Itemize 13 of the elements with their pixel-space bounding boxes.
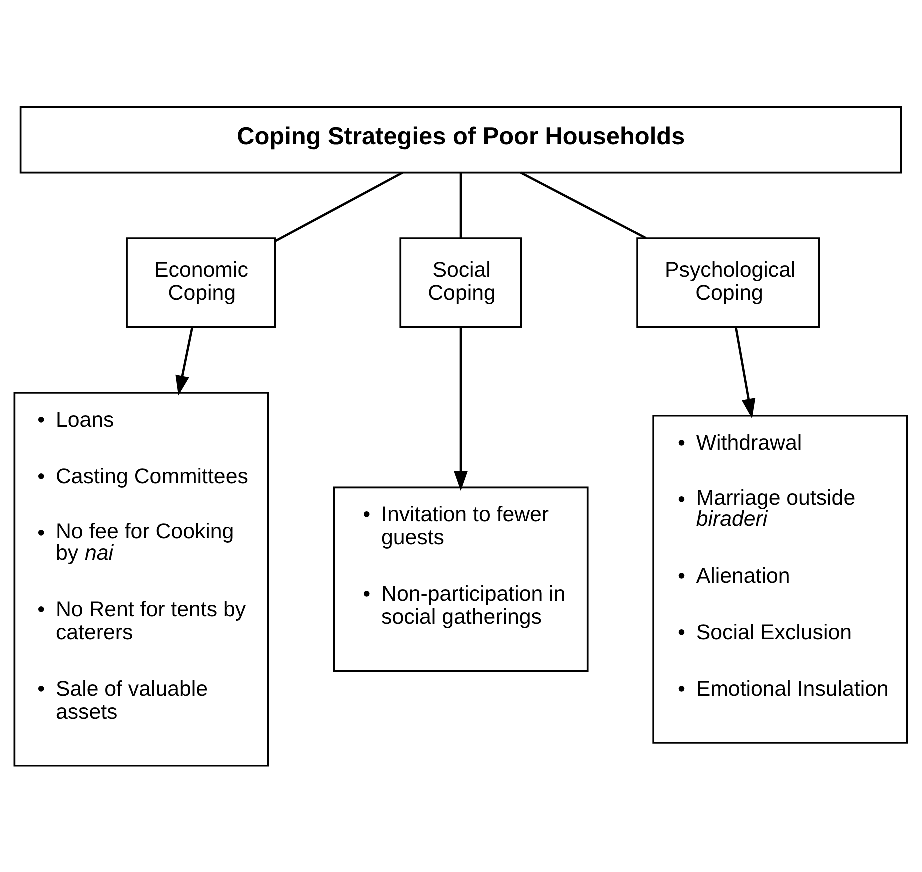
- node-box: • Withdrawal • Marriage outside biraderi • Alienation • Social Exclusion • Emotional Insulation: [652, 414, 908, 744]
- connector: [460, 172, 462, 238]
- connector: [520, 171, 647, 239]
- node-box: • Loans • Casting Committees • No fee for Cooking by nai • No Rent for tents by caterers • Sale of valuable assets: [14, 392, 270, 766]
- arrow: [735, 327, 756, 418]
- node-box: Economic Coping: [126, 237, 276, 328]
- connector: [275, 171, 404, 242]
- arrow: [454, 327, 468, 491]
- node-box: Social Coping: [400, 237, 522, 328]
- arrow: [176, 327, 194, 396]
- node-box: Coping Strategies of Poor Households: [20, 106, 902, 174]
- node-box: Psychological Coping: [636, 237, 820, 328]
- node-box: • Invitation to fewer guests • Non-participation in social gatherings: [333, 486, 589, 672]
